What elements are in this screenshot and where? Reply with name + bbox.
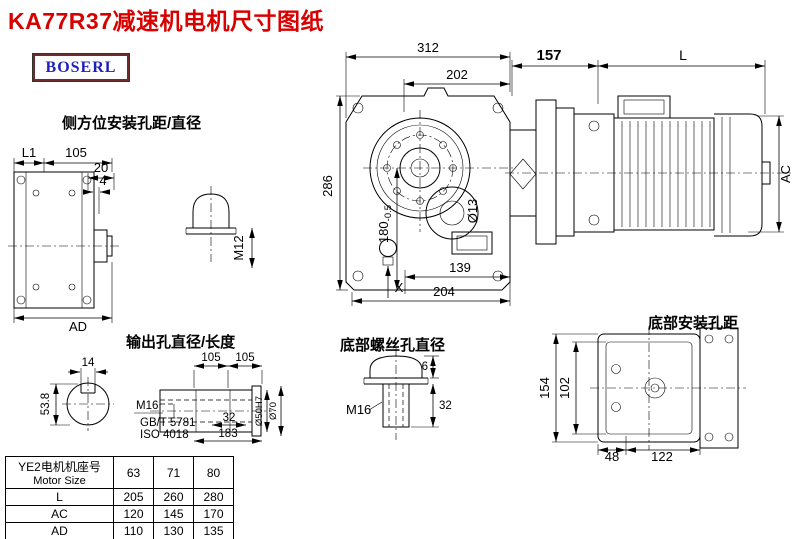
dim-M16-screw: M16 (346, 402, 371, 417)
dim-hole-diameter: Ø13 (465, 199, 480, 224)
dim-X: X (395, 280, 404, 295)
table-header-size-80: 80 (193, 456, 234, 489)
table-row-AD: AD 110 130 135 (5, 522, 234, 539)
table-cell: 120 (113, 505, 154, 523)
side-mount-hole-detail: 侧方位安装孔距/直径 20 M12 (62, 114, 255, 268)
bottom-view-linework (590, 326, 746, 450)
table-cell: 170 (193, 505, 234, 523)
dim-154: 154 (537, 377, 552, 399)
dim-139: 139 (449, 260, 471, 275)
label-gb-standard: GB/T 5781 (140, 417, 195, 429)
table-cell: 110 (113, 522, 154, 539)
bottom-view-dimension-lines (552, 333, 701, 455)
output-side-view (134, 363, 284, 444)
motor-dimension-lines (511, 60, 784, 233)
table-cell: 205 (113, 488, 154, 506)
brand-logo: BOSERL (33, 54, 129, 81)
table-row-AC: AC 120 145 170 (5, 505, 234, 523)
header-cn: YE2电机机座号 (18, 460, 101, 474)
dim-105-side: 105 (65, 145, 87, 160)
dim-AC: AC (778, 165, 793, 183)
table-header-size-71: 71 (153, 456, 194, 489)
bottom-screw-detail: 底部螺丝孔直径 6 32 M16 (340, 336, 452, 440)
dim-M16-output: M16 (136, 400, 158, 412)
dim-od-70: Ø70 (268, 402, 279, 420)
side-view-dimension-lines (13, 158, 113, 323)
motor-side-view: 157 L AC (505, 47, 793, 245)
table-row-L: L 205 260 280 (5, 488, 234, 506)
row-label: AD (5, 522, 114, 539)
table-cell: 135 (193, 522, 234, 539)
front-view-linework (345, 87, 516, 291)
dim-L1: L1 (22, 145, 36, 160)
label-side-mount: 侧方位安装孔距/直径 (62, 114, 201, 132)
dim-312: 312 (417, 40, 439, 55)
table-cell: 280 (193, 488, 234, 506)
dim-AD: AD (69, 319, 87, 334)
side-hole-linework (87, 173, 255, 268)
dim-180: 180 (376, 221, 391, 243)
dim-105-b: 105 (235, 352, 254, 364)
row-label: AC (5, 505, 114, 523)
side-view-linework (8, 171, 120, 309)
dim-14: 14 (82, 357, 95, 369)
dim-4: 4 (99, 173, 106, 188)
dim-bore-50: Ø50H7 (254, 396, 265, 426)
output-hole-detail: 输出孔直径/长度 14 53.8 (40, 333, 284, 444)
dim-48: 48 (605, 449, 619, 464)
label-iso-standard: ISO 4018 (140, 429, 189, 441)
dim-6: 6 (422, 361, 428, 373)
dim-183: 183 (218, 428, 237, 440)
dim-122: 122 (651, 449, 673, 464)
page-title: KA77R37减速机电机尺寸图纸 (8, 8, 324, 34)
dim-32-screw: 32 (439, 400, 452, 412)
dim-20: 20 (94, 160, 108, 175)
dim-M12: M12 (231, 235, 246, 260)
gearbox-front-view: 312 202 286 180-0.5 Ø13 139 204 X (320, 40, 516, 306)
dim-53-8: 53.8 (40, 393, 52, 415)
dim-202: 202 (446, 67, 468, 82)
row-label: L (5, 488, 114, 506)
dim-180-tolerance: 180-0.5 (376, 205, 394, 243)
label-output: 输出孔直径/长度 (126, 333, 236, 351)
table-header-motor-size: YE2电机机座号 Motor Size (5, 456, 114, 489)
dim-204: 204 (433, 284, 455, 299)
label-bottom-mount: 底部安装孔距 (648, 314, 738, 332)
header-en: Motor Size (33, 475, 86, 487)
screw-linework (363, 348, 439, 440)
label-bottom-screw: 底部螺丝孔直径 (340, 336, 445, 354)
dim-102: 102 (557, 377, 572, 399)
table-cell: 130 (153, 522, 194, 539)
gearbox-bottom-view: 底部安装孔距 (537, 314, 746, 464)
motor-size-table: YE2电机机座号 Motor Size 63 71 80 L 205 260 2… (5, 456, 234, 539)
dim-180-tol-value: -0.5 (383, 205, 394, 221)
output-end-view (50, 368, 114, 431)
dim-105-a: 105 (201, 352, 220, 364)
table-header-row: YE2电机机座号 Motor Size 63 71 80 (5, 456, 234, 489)
table-header-size-63: 63 (113, 456, 154, 489)
motor-linework (505, 95, 792, 245)
front-view-dimension-lines (336, 52, 511, 306)
table-cell: 145 (153, 505, 194, 523)
table-cell: 260 (153, 488, 194, 506)
dim-286: 286 (320, 175, 335, 197)
dim-157: 157 (536, 47, 561, 64)
dim-32-output: 32 (223, 412, 236, 424)
dim-L: L (679, 47, 687, 63)
